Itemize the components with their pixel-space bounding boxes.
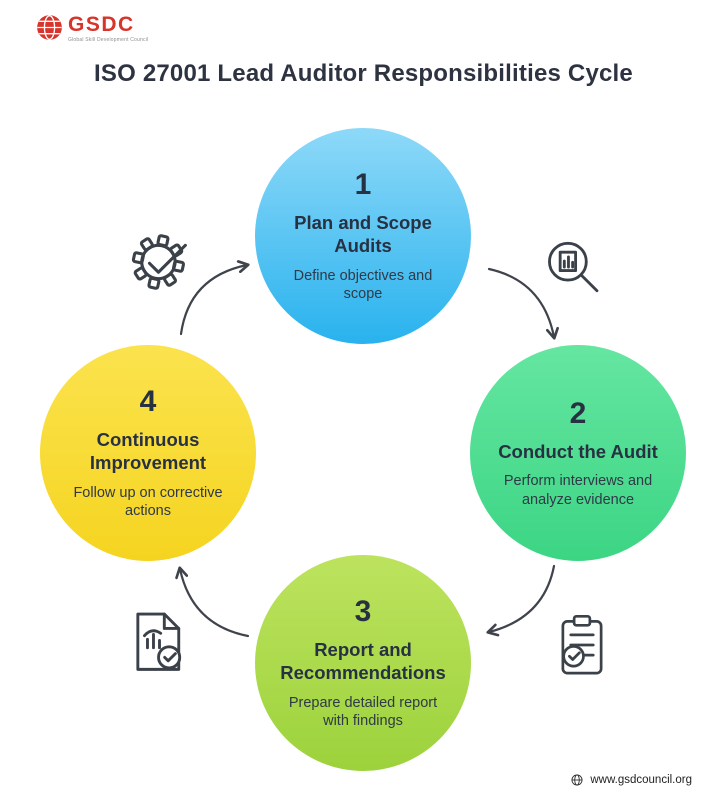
step-description: Perform interviews and analyze evidence	[503, 473, 653, 508]
footer-website: www.gsdcouncil.org	[590, 774, 692, 786]
step-circle-conduct: 2 Conduct the Audit Perform interviews a…	[470, 345, 686, 561]
arrow-step2-to-step3	[486, 564, 556, 637]
gear-check-icon	[120, 221, 202, 303]
gsdc-logo-text: GSDC	[68, 13, 135, 36]
step-circle-improve: 4 Continuous Improvement Follow up on co…	[40, 345, 256, 561]
document-check-icon	[121, 601, 198, 680]
footer: www.gsdcouncil.org	[570, 773, 692, 787]
globe-logo-icon	[36, 14, 63, 41]
gsdc-logo-tagline: Global Skill Development Council	[68, 37, 149, 43]
step-circle-report: 3 Report and Recommendations Prepare det…	[255, 555, 471, 771]
step-title: Report and Recommendations	[280, 639, 446, 683]
step-number: 1	[354, 168, 372, 202]
page-title: ISO 27001 Lead Auditor Responsibilities …	[94, 60, 633, 87]
step-description: Prepare detailed report with findings	[288, 694, 438, 730]
step-number: 2	[569, 396, 587, 430]
magnifier-report-icon	[537, 232, 613, 308]
step-description: Define objectives and scope	[293, 267, 433, 303]
step-circle-plan: 1 Plan and Scope Audits Define objective…	[255, 128, 471, 344]
gsdc-logo: GSDC Global Skill Development Council	[36, 14, 148, 43]
step-title: Continuous Improvement	[89, 429, 207, 473]
step-title: Plan and Scope Audits	[294, 212, 432, 256]
globe-icon	[570, 773, 584, 787]
step-title: Conduct the Audit	[498, 440, 658, 462]
step-number: 4	[139, 385, 157, 419]
step-description: Follow up on corrective actions	[73, 484, 223, 520]
clipboard-check-icon	[546, 608, 618, 682]
step-number: 3	[354, 595, 372, 629]
